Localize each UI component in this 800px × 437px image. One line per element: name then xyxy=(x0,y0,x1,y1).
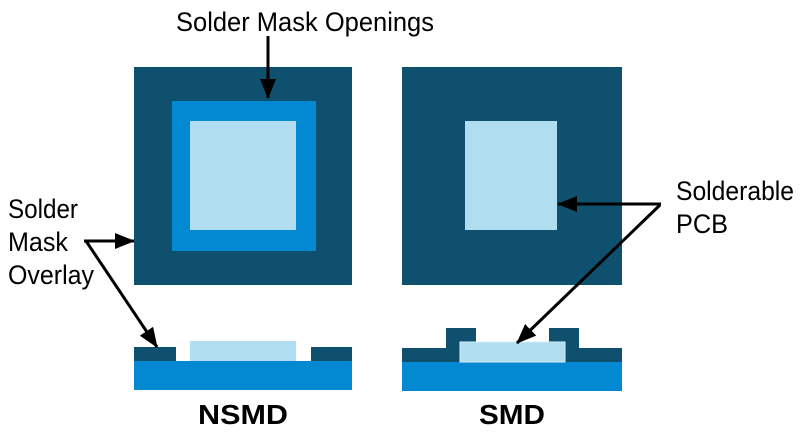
overlay-label-line1: Solder xyxy=(8,194,78,224)
substrate xyxy=(402,362,622,391)
pad xyxy=(190,121,296,230)
substrate xyxy=(134,361,352,390)
overlay-arrow-cross xyxy=(84,240,159,348)
nsmd-label: NSMD xyxy=(198,399,288,430)
nsmd-top-view xyxy=(134,67,352,285)
arrows xyxy=(84,36,662,348)
pad xyxy=(465,121,557,230)
smd-label: SMD xyxy=(479,399,545,430)
overlay-label-line3: Overlay xyxy=(8,260,94,290)
smd-top-view xyxy=(402,67,622,285)
solderable-label-line2: PCB xyxy=(676,209,728,239)
smd-cross-section xyxy=(402,328,622,391)
overlay-label-line2: Mask xyxy=(8,227,68,257)
nsmd-cross-section xyxy=(134,341,352,390)
solder-mask-left xyxy=(134,347,176,361)
solderable-label-line1: Solderable xyxy=(676,176,794,206)
solder-mask-right xyxy=(311,347,352,361)
solderable-arrow-cross xyxy=(515,203,662,345)
pad xyxy=(459,341,566,363)
openings-label: Solder Mask Openings xyxy=(176,7,434,37)
pad xyxy=(190,341,296,361)
